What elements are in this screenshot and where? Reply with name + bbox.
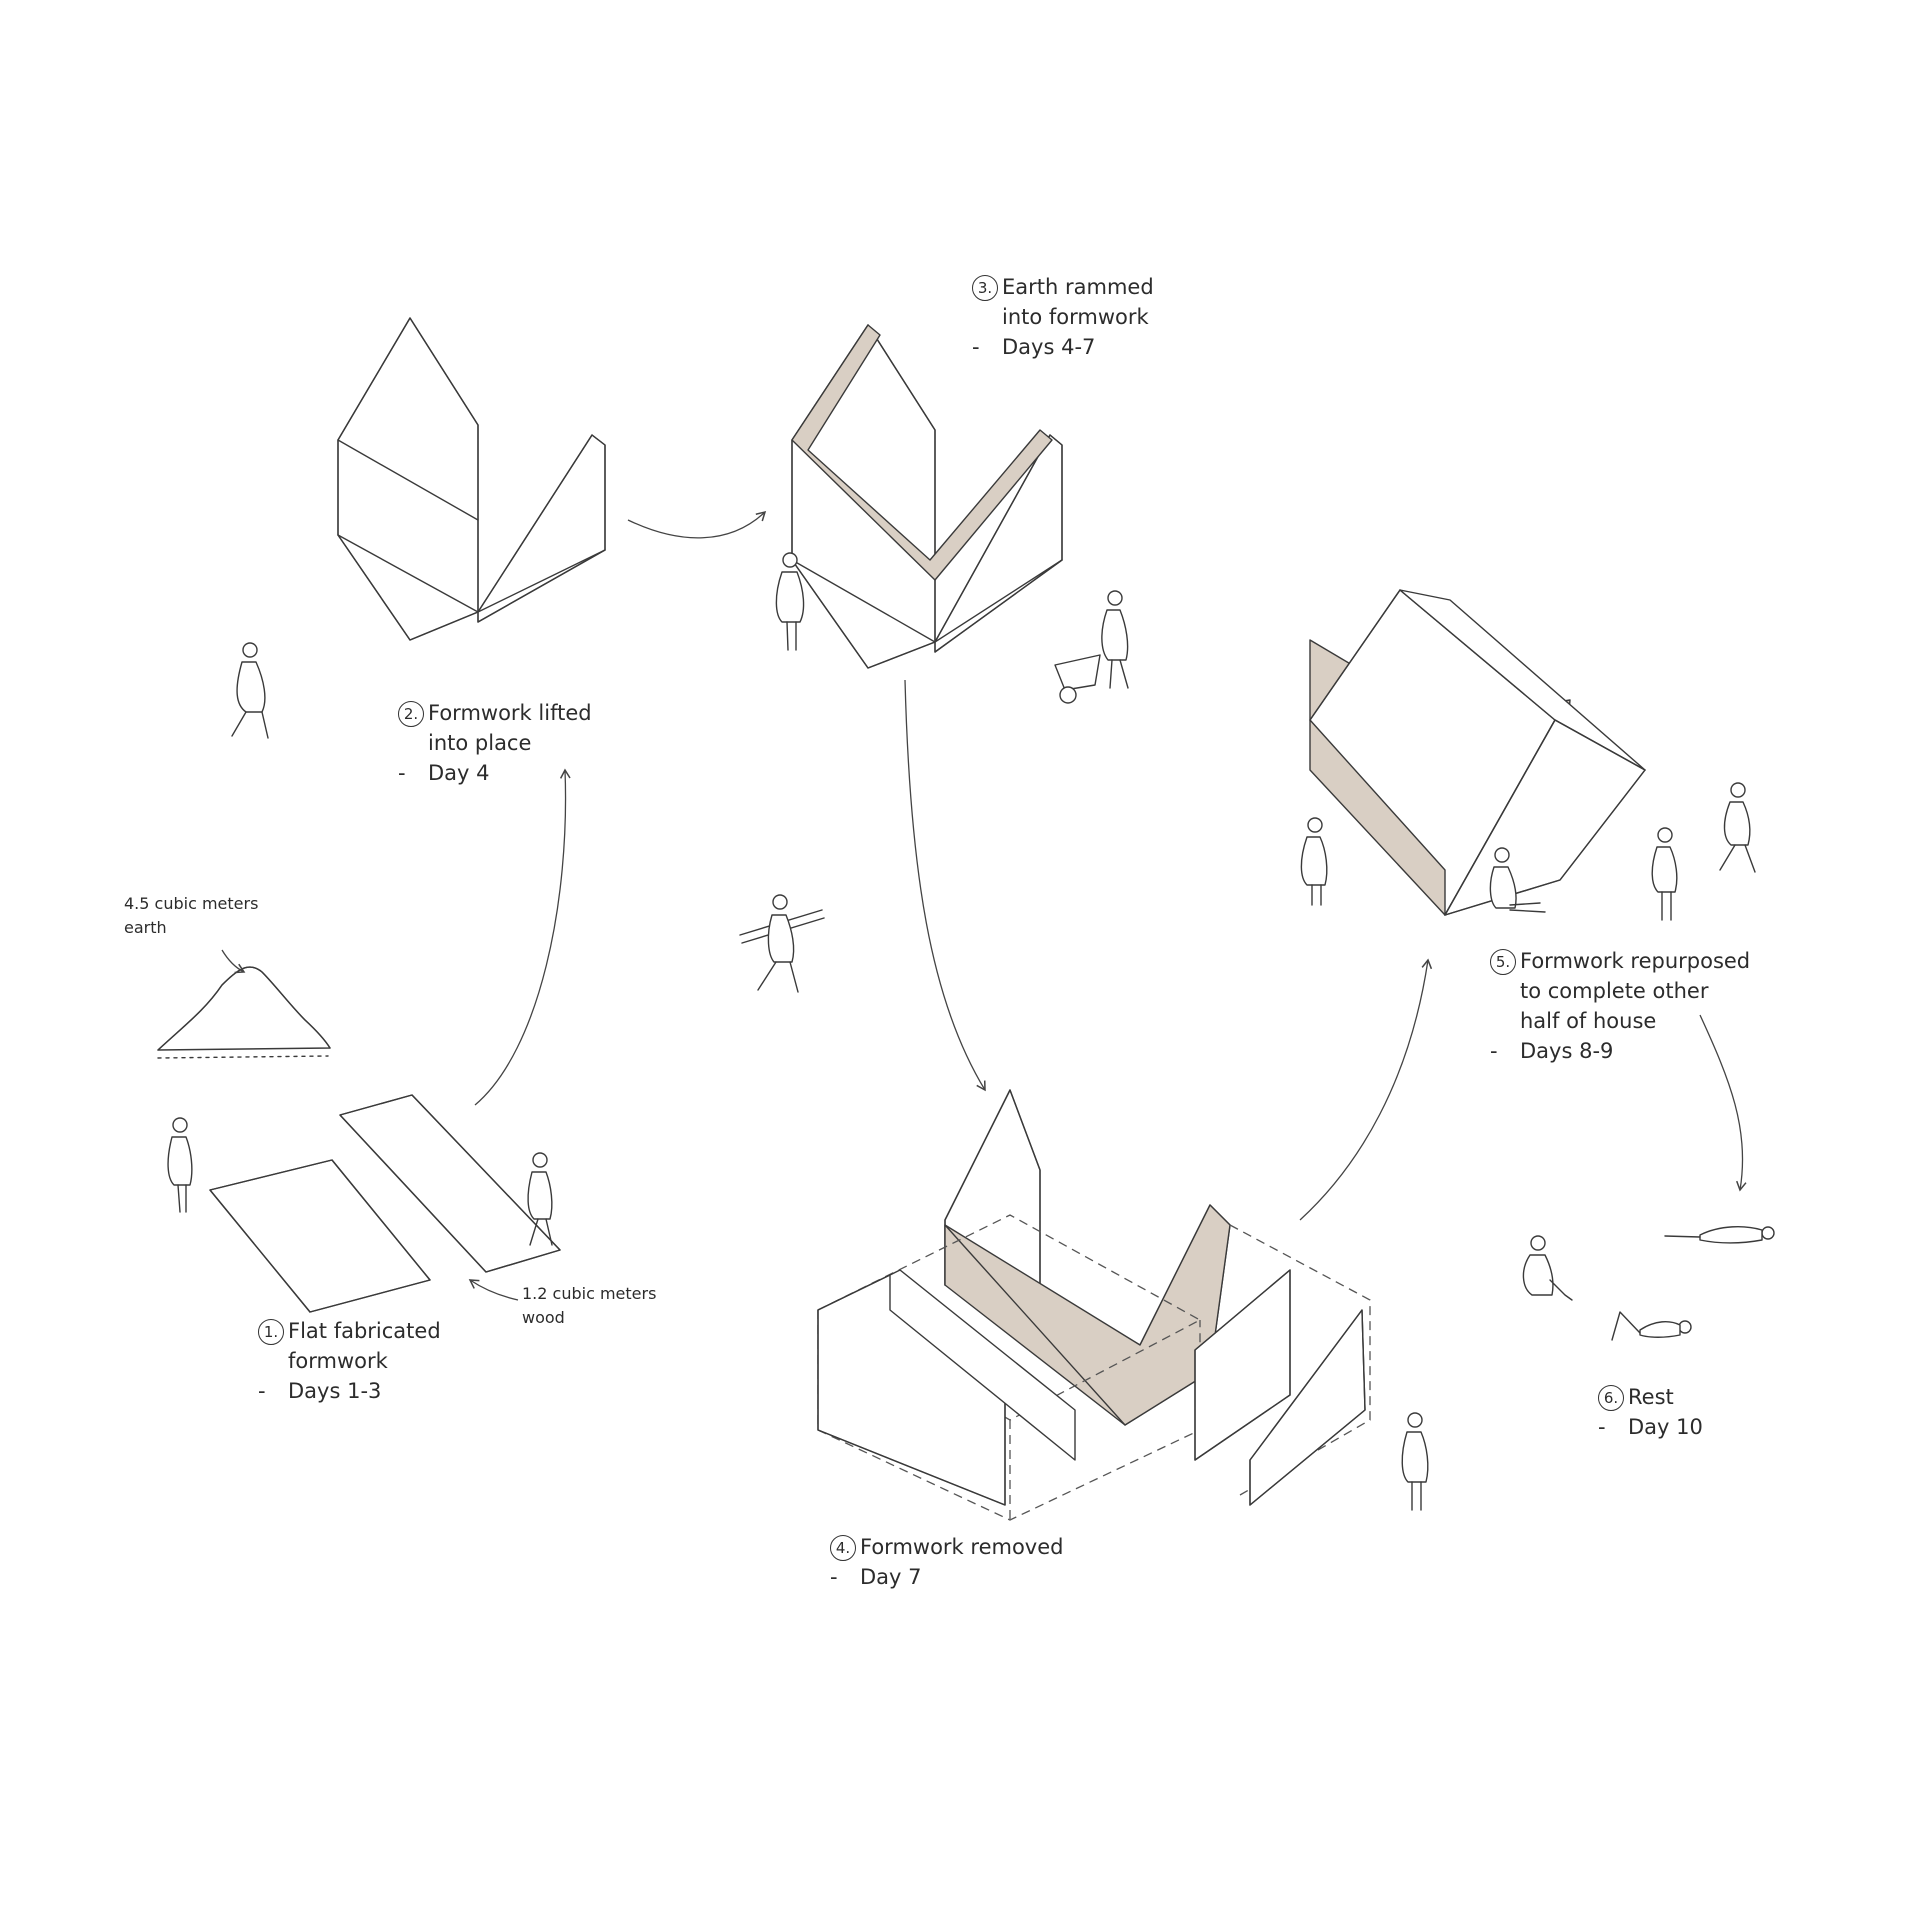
person-figure xyxy=(1300,817,1328,906)
person-resting-sitting xyxy=(1522,1235,1573,1301)
formwork-removed xyxy=(817,1089,1371,1521)
person-sitting xyxy=(1489,847,1546,913)
flat-formwork-panels xyxy=(209,1094,561,1313)
step-number-badge: 6. xyxy=(1598,1385,1624,1411)
person-carrying-planks xyxy=(739,894,825,993)
person-figure xyxy=(527,1152,553,1246)
step-number-badge: 2. xyxy=(398,701,424,727)
step-number-badge: 1. xyxy=(258,1319,284,1345)
step-number-badge: 3. xyxy=(972,275,998,301)
arrow-step2-to-step3 xyxy=(627,510,767,539)
person-figure xyxy=(775,552,805,651)
person-walking xyxy=(1719,782,1756,873)
step-number-badge: 4. xyxy=(830,1535,856,1561)
person-figure xyxy=(231,642,269,739)
step-5-label: 5.Formwork repurposed to complete other … xyxy=(1490,949,1751,1063)
person-figure xyxy=(1401,1412,1429,1511)
step-3-label: 3.Earth rammed into formwork -Days 4-7 xyxy=(972,275,1154,359)
arrow-wood-annotation xyxy=(468,1279,519,1301)
completed-house xyxy=(1309,589,1646,916)
arrow-step3-to-step4 xyxy=(904,679,986,1092)
step-1-label: 1.Flat fabricated formwork -Days 1-3 xyxy=(258,1319,441,1403)
earth-quantity-annotation: 4.5 cubic meters earth xyxy=(124,894,259,937)
earth-pile xyxy=(157,966,331,1059)
formwork-lifted xyxy=(337,317,606,641)
step-4-label: 4.Formwork removed -Day 7 xyxy=(830,1535,1064,1589)
step-2-label: 2.Formwork lifted into place -Day 4 xyxy=(398,701,592,785)
person-with-wheelbarrow xyxy=(1054,590,1129,704)
person-figure xyxy=(167,1117,193,1213)
arrow-step1-to-step2 xyxy=(474,768,571,1106)
person-lying-down xyxy=(1611,1311,1692,1341)
step-6-label: 6.Rest -Day 10 xyxy=(1598,1385,1703,1439)
wood-quantity-annotation: 1.2 cubic meters wood xyxy=(522,1284,657,1327)
arrow-earth-annotation xyxy=(221,949,246,974)
arrow-step5-to-step6 xyxy=(1699,1014,1747,1192)
earth-rammed-formwork xyxy=(791,324,1063,669)
step-number-badge: 5. xyxy=(1490,949,1516,975)
person-figure xyxy=(1651,827,1678,921)
person-lying-down xyxy=(1664,1226,1775,1244)
arrow-step4-to-step5 xyxy=(1299,958,1433,1221)
